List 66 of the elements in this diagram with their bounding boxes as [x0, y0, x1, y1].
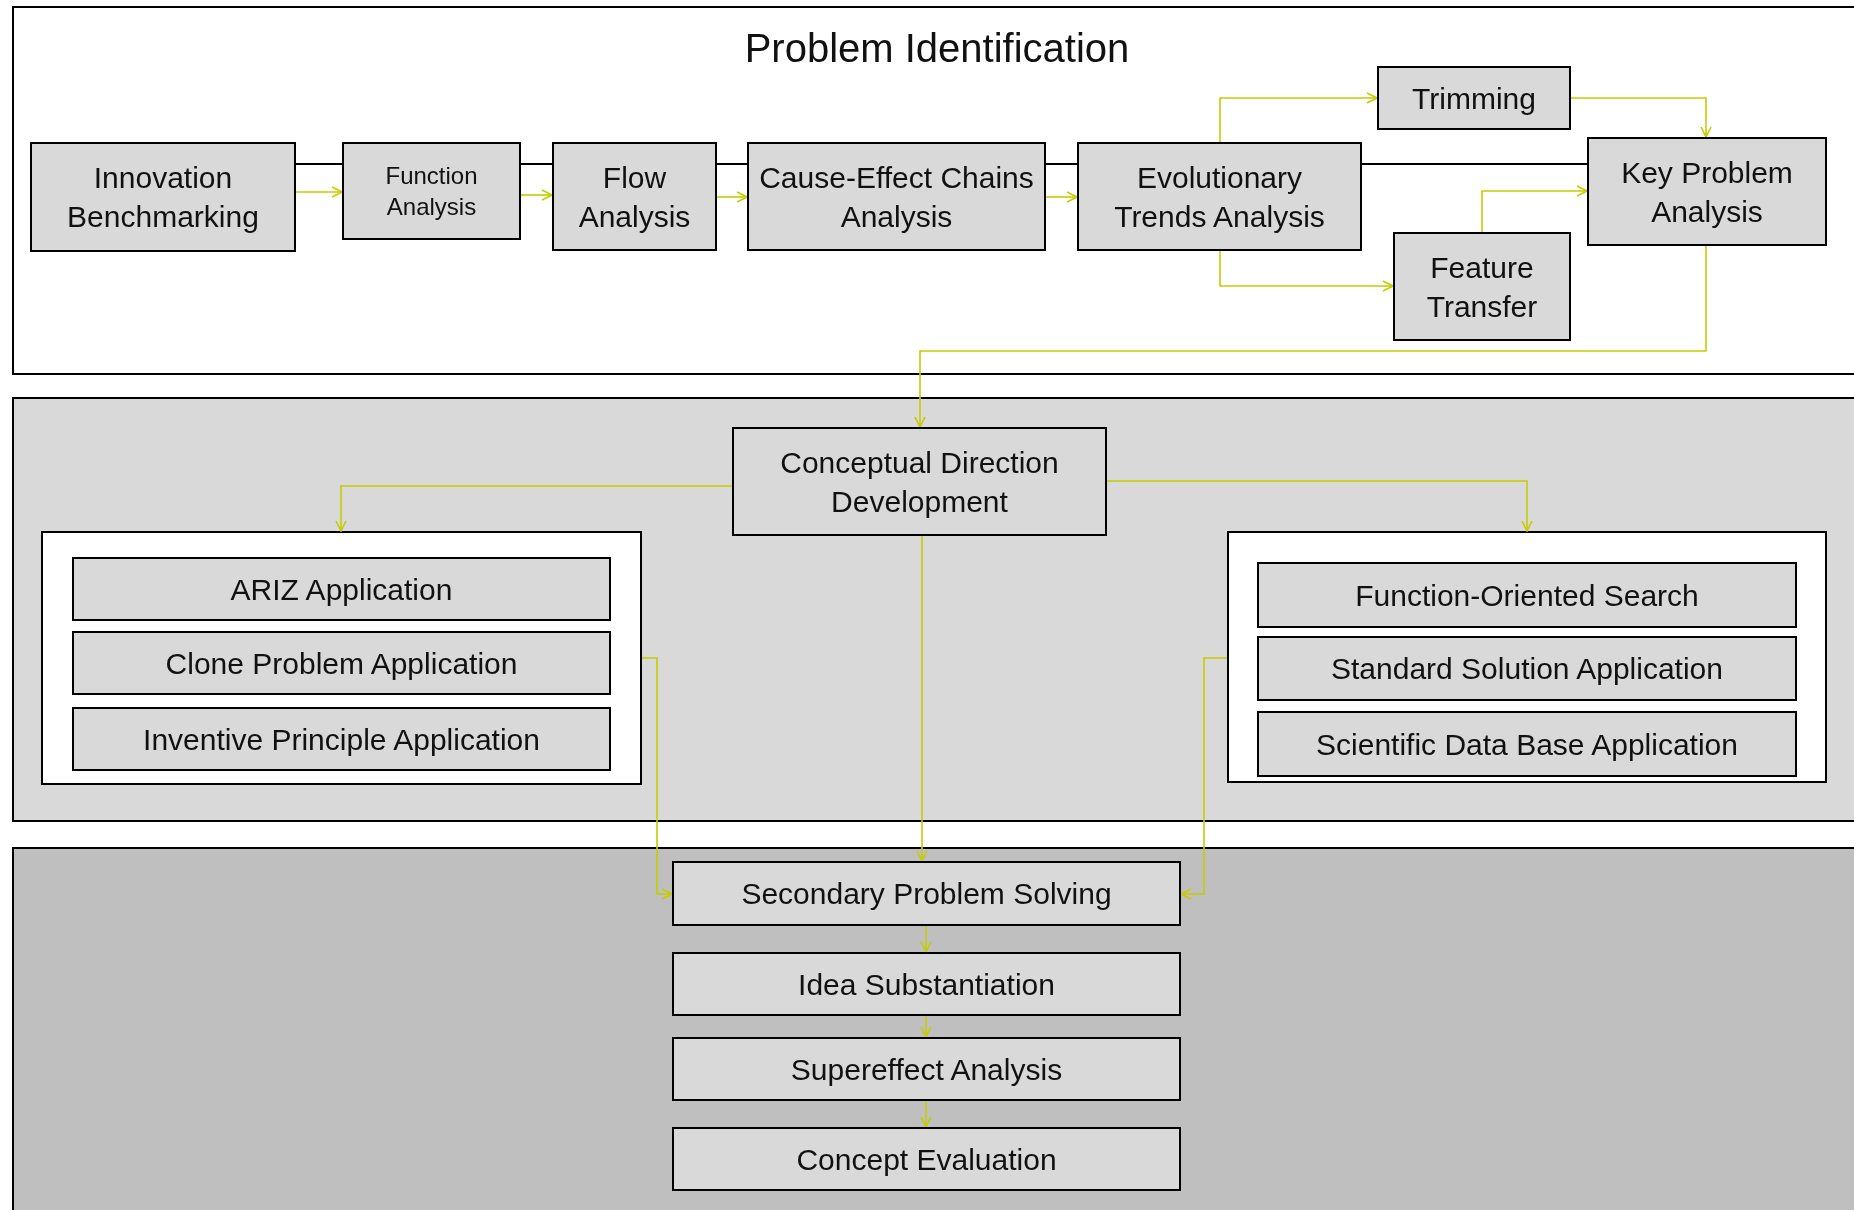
process-box — [747, 142, 1046, 251]
box-label: Supereffect Analysis — [790, 1051, 1063, 1088]
box-label: Innovation Benchmarking — [66, 160, 260, 235]
box-label: Idea Substantiation — [798, 966, 1055, 1003]
arrow — [1481, 185, 1588, 233]
box-label: Secondary Problem Solving — [741, 876, 1112, 912]
process-box — [72, 557, 611, 621]
box-label: Concept Evaluation — [796, 1141, 1057, 1178]
process-box — [672, 1037, 1181, 1101]
arrow — [520, 189, 553, 201]
box-label: Function-Oriented Search — [1355, 577, 1699, 614]
process-box — [1587, 137, 1827, 246]
process-box — [30, 142, 296, 252]
arrow — [920, 925, 932, 953]
process-box — [1257, 636, 1797, 701]
box-label: Trimming — [1412, 80, 1536, 117]
arrow — [1219, 250, 1394, 292]
box-label: Key Problem Analysis — [1620, 154, 1794, 230]
arrow — [716, 191, 748, 203]
box-label: ARIZ Application — [230, 571, 453, 608]
arrow — [641, 657, 673, 900]
process-box — [342, 142, 521, 240]
arrow — [1180, 657, 1228, 900]
process-box — [1257, 562, 1797, 628]
arrow — [1106, 480, 1533, 532]
box-label: Clone Problem Application — [165, 645, 518, 682]
arrow — [920, 1015, 932, 1038]
connector-line — [1045, 163, 1078, 165]
stage-band — [12, 847, 1854, 1210]
arrow — [295, 186, 343, 198]
box-label: Evolutionary Trends Analysis — [1113, 159, 1326, 235]
connector-line — [520, 163, 553, 165]
process-box — [1393, 232, 1571, 341]
box-label: Standard Solution Application — [1331, 651, 1723, 687]
arrow — [335, 485, 733, 532]
process-box — [672, 952, 1181, 1016]
arrow — [1219, 92, 1378, 143]
process-box — [72, 631, 611, 695]
box-label: Inventive Principle Application — [143, 721, 540, 758]
box-label: Scientific Data Base Application — [1316, 726, 1738, 763]
box-label: Cause-Effect Chains Analysis — [758, 159, 1035, 235]
arrow — [920, 1100, 932, 1128]
process-box — [72, 707, 611, 771]
process-box — [1377, 66, 1571, 130]
connector-line — [295, 163, 343, 165]
arrow — [1570, 97, 1712, 138]
connector-line — [716, 163, 748, 165]
arrow — [914, 245, 1707, 428]
connector-line — [1361, 163, 1588, 165]
group-panel — [41, 531, 642, 785]
process-box — [672, 1127, 1181, 1191]
arrow — [916, 535, 928, 862]
process-box — [552, 142, 717, 251]
stage-band — [12, 6, 1854, 375]
process-box — [1077, 142, 1362, 251]
process-box — [732, 427, 1107, 536]
process-box — [672, 861, 1181, 926]
box-label: Function Analysis — [384, 160, 479, 222]
band-title: Problem Identification — [743, 26, 1131, 71]
arrow — [1045, 191, 1078, 203]
box-label: Flow Analysis — [577, 159, 692, 235]
box-label: Conceptual Direction Development — [779, 444, 1060, 520]
process-box — [1257, 711, 1797, 777]
stage-band — [12, 397, 1854, 822]
box-label: Feature Transfer — [1425, 249, 1539, 325]
group-panel — [1227, 531, 1827, 783]
